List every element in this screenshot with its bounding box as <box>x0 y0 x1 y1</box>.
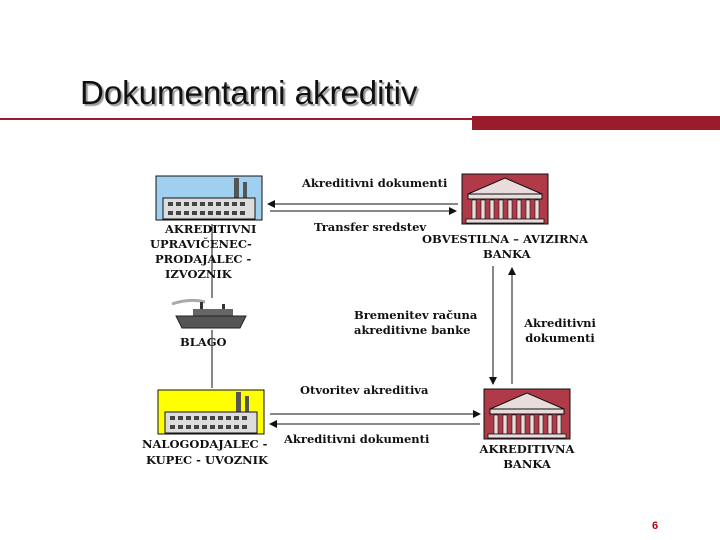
advising-bank-label-2: BANKA <box>483 247 531 261</box>
debit-label-1: Bremenitev računa <box>354 308 478 322</box>
title-accent-bar <box>472 116 720 130</box>
applicant-label-2: KUPEC - UVOZNIK <box>146 453 269 467</box>
opening-label: Otvoritev akreditiva <box>300 383 429 397</box>
docs-top-label: Akreditivni dokumenti <box>302 176 448 190</box>
goods-label: BLAGO <box>180 335 227 349</box>
advising-bank-label-1: OBVESTILNA – AVIZIRNA <box>422 232 589 246</box>
bank-advising-icon <box>461 173 549 225</box>
beneficiary-label-1: AKREDITIVNI <box>165 222 257 236</box>
factory-exporter-icon <box>155 175 263 221</box>
applicant-label-1: NALOGODAJALEC - <box>142 437 268 451</box>
ship-icon <box>171 298 247 329</box>
beneficiary-label-2: UPRAVIČENEC- <box>150 237 252 251</box>
beneficiary-label-3: PRODAJALEC - <box>155 252 252 266</box>
docs-right-label-2: dokumenti <box>525 331 595 345</box>
page-number: 6 <box>652 520 659 532</box>
slide-title: Dokumentarni akreditiv <box>80 74 418 111</box>
issuing-bank-label-2: BANKA <box>503 457 551 471</box>
debit-label-2: akreditivne banke <box>354 323 471 337</box>
transfer-label: Transfer sredstev <box>314 220 427 234</box>
beneficiary-label-4: IZVOZNIK <box>165 267 232 281</box>
docs-right-label-1: Akreditivni <box>524 316 596 330</box>
title-underline <box>0 118 720 120</box>
factory-importer-icon <box>157 389 265 435</box>
arrows <box>211 200 516 428</box>
docs-bottom-label: Akreditivni dokumenti <box>284 432 430 446</box>
issuing-bank-label-1: AKREDITIVNA <box>479 442 575 456</box>
bank-issuing-icon <box>483 388 571 440</box>
